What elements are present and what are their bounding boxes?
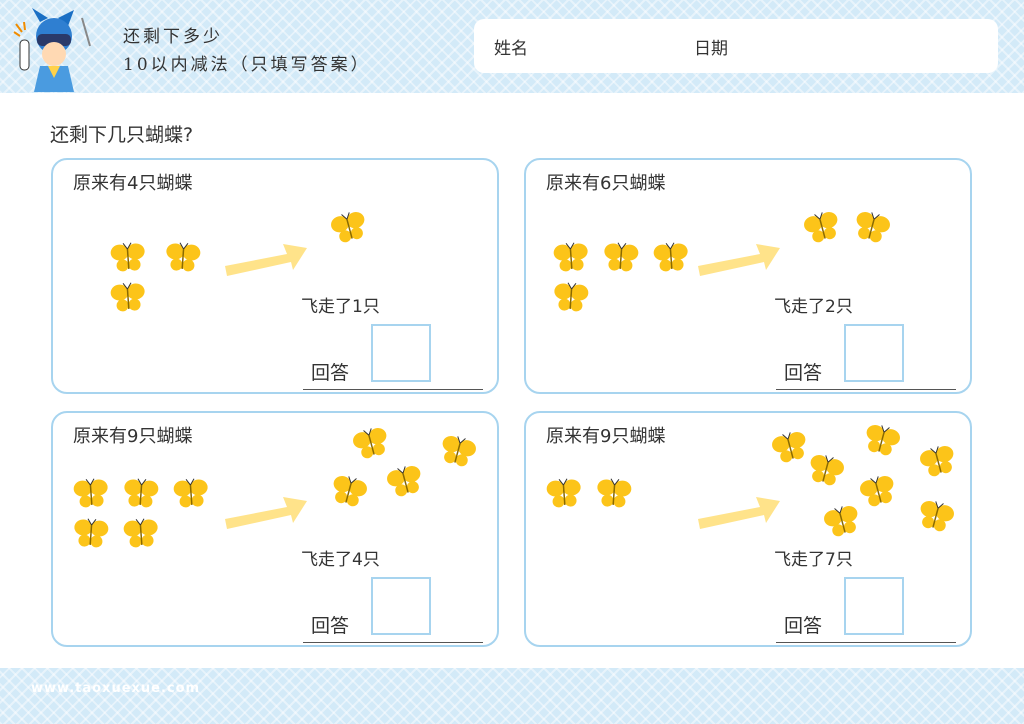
flying-butterfly-icon bbox=[442, 436, 476, 467]
flying-butterfly-icon bbox=[824, 506, 858, 537]
arrow-right-icon bbox=[225, 244, 307, 276]
fly-away-text: 飞走了7只 bbox=[774, 550, 853, 570]
butterfly-illustration bbox=[553, 212, 890, 312]
butterfly-illustration bbox=[546, 425, 954, 537]
card-title: 原来有9只蝴蝶 bbox=[73, 426, 193, 447]
card-title: 原来有4只蝴蝶 bbox=[73, 173, 193, 194]
date-field-label: 日期 bbox=[694, 39, 728, 59]
flying-butterfly-icon bbox=[920, 446, 954, 477]
butterfly-icon bbox=[173, 478, 208, 508]
answer-underline bbox=[776, 642, 956, 643]
worksheet-subtitle: 10以内减法（只填写答案） bbox=[123, 55, 371, 75]
flying-butterfly-icon bbox=[860, 476, 894, 507]
name-date-box: 姓名 日期 bbox=[474, 19, 998, 73]
butterfly-icon bbox=[110, 242, 145, 272]
butterfly-icon bbox=[123, 518, 158, 548]
butterfly-icon bbox=[110, 282, 145, 312]
fly-away-text: 飞走了4只 bbox=[301, 550, 380, 570]
flying-butterfly-icon bbox=[333, 476, 367, 507]
butterfly-icon bbox=[124, 478, 159, 508]
flying-butterfly-icon bbox=[866, 425, 900, 456]
card-title: 原来有9只蝴蝶 bbox=[546, 426, 666, 447]
butterfly-icon bbox=[553, 242, 588, 272]
answer-label: 回答 bbox=[311, 615, 350, 637]
problem-card-1: 原来有4只蝴蝶 飞走了1只 回答 bbox=[51, 158, 499, 394]
answer-underline bbox=[776, 389, 956, 390]
fly-away-text: 飞走了1只 bbox=[301, 297, 380, 317]
butterfly-illustration bbox=[110, 212, 365, 312]
answer-label: 回答 bbox=[784, 615, 823, 637]
question-text: 还剩下几只蝴蝶? bbox=[50, 124, 194, 146]
flying-butterfly-icon bbox=[772, 432, 806, 463]
arrow-right-icon bbox=[225, 497, 307, 529]
mascot-icon bbox=[13, 8, 91, 92]
answer-underline bbox=[303, 642, 483, 643]
flying-butterfly-icon bbox=[804, 212, 838, 243]
arrow-right-icon bbox=[698, 497, 780, 529]
answer-box[interactable] bbox=[371, 324, 431, 382]
flying-butterfly-icon bbox=[331, 212, 365, 243]
flying-butterfly-icon bbox=[856, 212, 890, 243]
fly-away-text: 飞走了2只 bbox=[774, 297, 853, 317]
answer-label: 回答 bbox=[311, 362, 350, 384]
answer-box[interactable] bbox=[844, 577, 904, 635]
butterfly-icon bbox=[604, 242, 639, 272]
flying-butterfly-icon bbox=[810, 455, 844, 486]
answer-box[interactable] bbox=[371, 577, 431, 635]
worksheet-title: 还剩下多少 bbox=[123, 27, 223, 47]
answer-underline bbox=[303, 389, 483, 390]
butterfly-icon bbox=[546, 478, 581, 508]
footer-url: www.taoxuexue.com bbox=[31, 681, 201, 696]
butterfly-icon bbox=[73, 478, 108, 508]
arrow-right-icon bbox=[698, 244, 780, 276]
flying-butterfly-icon bbox=[387, 466, 421, 497]
name-field-label: 姓名 bbox=[494, 39, 528, 59]
problem-card-3: 原来有9只蝴蝶 飞走了4只 回答 bbox=[51, 411, 499, 647]
butterfly-illustration bbox=[73, 428, 476, 548]
problem-card-2: 原来有6只蝴蝶 飞走了2只 回答 bbox=[524, 158, 972, 394]
butterfly-icon bbox=[166, 242, 201, 272]
card-title: 原来有6只蝴蝶 bbox=[546, 173, 666, 194]
flying-butterfly-icon bbox=[920, 501, 954, 532]
flying-butterfly-icon bbox=[353, 428, 387, 459]
problem-card-4: 原来有9只蝴蝶 飞走了7只 回答 bbox=[524, 411, 972, 647]
butterfly-icon bbox=[653, 242, 688, 272]
footer-band bbox=[0, 668, 1024, 724]
butterfly-icon bbox=[554, 282, 589, 312]
butterfly-icon bbox=[597, 478, 632, 508]
answer-label: 回答 bbox=[784, 362, 823, 384]
answer-box[interactable] bbox=[844, 324, 904, 382]
butterfly-icon bbox=[74, 518, 109, 548]
